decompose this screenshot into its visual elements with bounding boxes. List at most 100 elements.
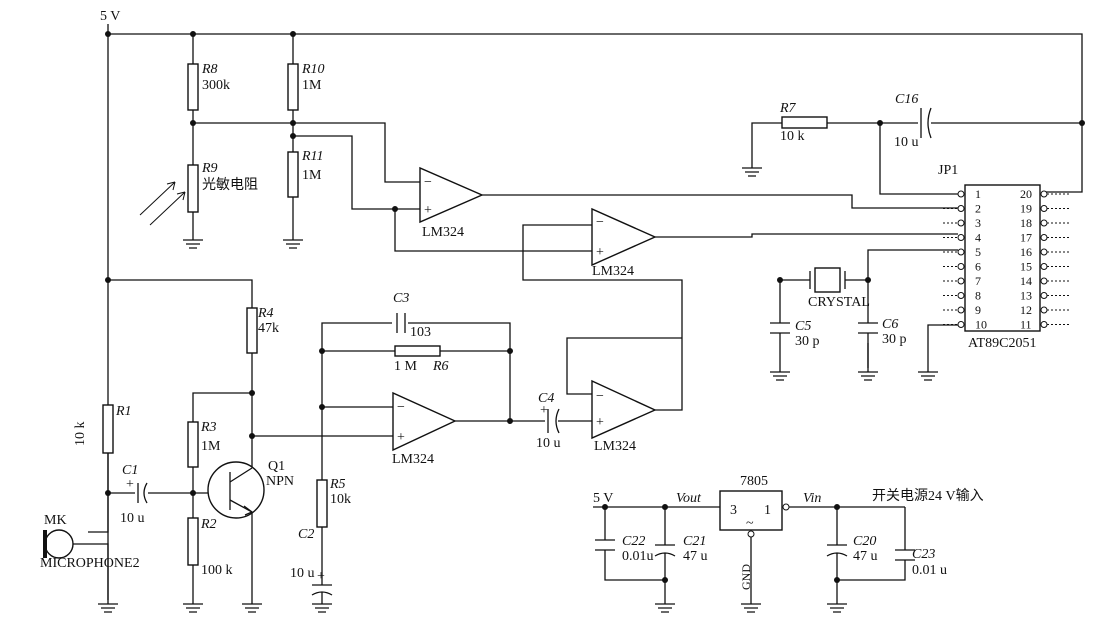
resistor-r1 — [102, 404, 114, 454]
r8-value: 300k — [202, 78, 230, 93]
jp1-pin-8 — [957, 292, 965, 299]
jp1-ref: JP1 — [938, 163, 958, 178]
c2-ref: C2 — [298, 527, 314, 542]
r5-value: 10k — [330, 492, 351, 507]
resistor-r2 — [187, 517, 199, 566]
opamp1-label: LM324 — [422, 225, 464, 240]
jp1-pin-label-15: 15 — [1020, 260, 1032, 274]
r3-ref: R3 — [200, 420, 217, 435]
r2-value: 100 k — [201, 563, 233, 578]
resistor-r4 — [246, 307, 258, 354]
ground-icon — [655, 600, 675, 613]
r2-ref: R2 — [200, 517, 217, 532]
r11-ref: R11 — [301, 149, 324, 164]
jp1-pin-label-12: 12 — [1020, 303, 1032, 317]
vcc-label: 5 V — [100, 9, 120, 24]
c23-ref: C23 — [912, 547, 935, 562]
r11-value: 1M — [302, 168, 322, 183]
ground-icon — [742, 164, 762, 177]
supply-rail: 5 V — [100, 9, 1083, 600]
crystal-oscillator: CRYSTAL C5 30 p C6 30 p — [770, 249, 958, 381]
c3-ref: C3 — [393, 291, 409, 306]
opamp2-plus: + — [596, 245, 604, 260]
c4-plus: + — [540, 403, 548, 418]
c4-value: 10 u — [536, 436, 561, 451]
jp1-pin-label-9: 9 — [975, 303, 981, 317]
mic-preamp: R4 47k R1 10 k R3 1M R2 100 k + C1 10 u … — [40, 277, 294, 613]
reg-tilde: ~ — [746, 516, 754, 531]
jp1-pin-label-1: 1 — [975, 187, 981, 201]
c20-value: 47 u — [853, 549, 878, 564]
c21-ref: C21 — [683, 534, 706, 549]
opamp4-label: LM324 — [594, 439, 636, 454]
c22-ref: C22 — [622, 534, 645, 549]
jp1-pin-label-3: 3 — [975, 216, 981, 230]
light-sensor-divider: R8 300k R9 光敏电阻 R10 1M R11 1M — [139, 34, 420, 249]
jp1-pin-13 — [1040, 292, 1048, 299]
opamp-comparator: − + LM324 — [419, 166, 958, 240]
c2-value: 10 u — [290, 566, 315, 581]
ground-icon — [827, 600, 847, 613]
ground-icon — [183, 600, 203, 613]
r10-ref: R10 — [301, 62, 325, 77]
opamp2-minus: − — [596, 215, 604, 230]
resistor-r10 — [287, 63, 299, 111]
reg-gnd-label: GND — [739, 564, 753, 590]
c23-value: 0.01 u — [912, 563, 947, 578]
jp1-pin-label-11: 11 — [1020, 318, 1032, 332]
c21-value: 47 u — [683, 549, 708, 564]
jp1-pin-4 — [957, 234, 965, 241]
resistor-r3 — [187, 421, 199, 468]
ground-icon — [98, 600, 118, 613]
jp1-pin-3 — [957, 219, 965, 227]
jp1-pin-5 — [957, 248, 965, 256]
resistor-r7 — [781, 116, 828, 129]
r8-ref: R8 — [201, 62, 218, 77]
jp1-pin-16 — [1040, 248, 1048, 256]
c4-ref: C4 — [538, 391, 554, 406]
jp1-part: AT89C2051 — [968, 336, 1036, 351]
ground-icon — [183, 236, 203, 249]
opamp4-minus: − — [596, 389, 604, 404]
jp1-pin-14 — [1040, 277, 1048, 285]
opamp4-plus: + — [596, 415, 604, 430]
c16-value: 10 u — [894, 135, 919, 150]
opamp-audio-amp: − + LM324 C3 103 1 M R6 R5 10k C2 10 u + — [252, 291, 545, 613]
jp1-pin-label-13: 13 — [1020, 289, 1032, 303]
c20-ref: C20 — [853, 534, 876, 549]
opamp3-plus: + — [397, 430, 405, 445]
resistor-r11 — [287, 151, 299, 198]
resistor-r8 — [187, 63, 199, 111]
ground-icon — [283, 236, 303, 249]
q1-value: NPN — [266, 474, 294, 489]
opamp1-minus: − — [424, 175, 432, 190]
reg-out-rail: 5 V — [593, 491, 613, 506]
jp1-pin-19 — [1040, 205, 1048, 212]
c6-value: 30 p — [882, 332, 907, 347]
r4-ref: R4 — [257, 306, 274, 321]
reg-vout-label: Vout — [676, 491, 702, 506]
r9-value: 光敏电阻 — [202, 177, 258, 193]
c2-plus: + — [317, 569, 325, 584]
jp1-pin-label-7: 7 — [975, 274, 981, 288]
crystal-icon — [814, 267, 841, 293]
jp1-pin-label-10: 10 — [975, 318, 987, 332]
ground-icon — [918, 368, 938, 381]
jp1-pin-20 — [1040, 190, 1048, 198]
resistor-r6 — [394, 345, 441, 357]
power-supply: 5 V Vout 7805 3 1 ~ Vin 开关电源24 V输入 GND C… — [593, 474, 984, 613]
jp1-pin-10 — [957, 321, 965, 328]
resistor-r9-photoresistor — [187, 164, 199, 213]
jp1-pin-label-5: 5 — [975, 245, 981, 259]
reg-ref: 7805 — [740, 474, 768, 489]
r6-value: 1 M — [394, 359, 418, 374]
resistor-r5 — [316, 479, 328, 528]
jp1-pin-label-2: 2 — [975, 202, 981, 216]
r7-value: 10 k — [780, 129, 805, 144]
ground-icon — [770, 368, 790, 381]
jp1-pin-label-18: 18 — [1020, 216, 1032, 230]
ground-icon — [312, 592, 332, 613]
jp1-pin-label-6: 6 — [975, 260, 981, 274]
reg-input-note: 开关电源24 V输入 — [872, 488, 984, 504]
